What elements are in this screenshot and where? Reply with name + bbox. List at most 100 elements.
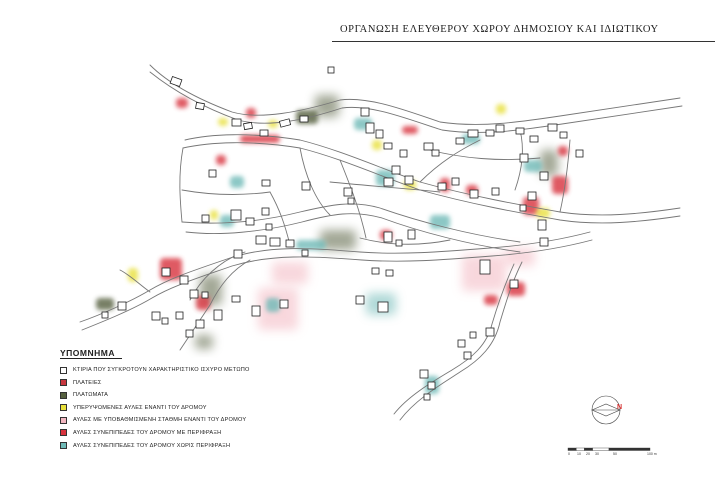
building	[395, 239, 403, 247]
road-segment	[181, 189, 271, 195]
scale-label: 50	[613, 452, 617, 456]
building	[539, 237, 549, 247]
scale-segment	[592, 447, 610, 451]
building	[399, 149, 408, 158]
legend-heading: ΥΠΟΜΝΗΜΑ	[60, 348, 115, 358]
legend-item-fenced-yards: ΑΥΛΕΣ ΣΥΝΕΠΙΠΕΔΕΣ ΤΟΥ ΔΡΟΜΟΥ ΜΕ ΠΕΡΙΦΡΑΞ…	[60, 427, 250, 439]
legend-item-squares: ΠΛΑΤΕΙΕΣ	[60, 377, 250, 389]
legend-swatch-building-icon	[60, 366, 67, 374]
legend-swatch-unfenced-icon	[60, 442, 67, 450]
raised-zone	[536, 208, 550, 218]
raised-zone	[128, 268, 138, 282]
building	[151, 311, 161, 321]
building-layer	[101, 66, 584, 401]
road-segment	[359, 237, 451, 245]
building	[469, 189, 479, 199]
scale-label: 100 m	[647, 452, 657, 456]
legend-label: ΠΛΑΤΩΜΑΤΑ	[73, 392, 109, 399]
building	[279, 299, 289, 309]
building	[231, 295, 241, 303]
building	[383, 231, 393, 243]
building	[201, 291, 209, 299]
building	[360, 107, 370, 117]
unfenced-zone	[266, 298, 280, 312]
building	[301, 181, 311, 191]
road-segment	[185, 213, 521, 253]
building	[547, 123, 558, 132]
building	[575, 149, 584, 158]
building	[243, 121, 253, 131]
legend-label: ΚΤΙΡΙΑ ΠΟΥ ΣΥΓΚΡΟΤΟΥΝ ΧΑΡΑΚΤΗΡΙΣΤΙΚΟ ΙΣΧ…	[73, 367, 250, 373]
building	[208, 169, 217, 178]
building	[265, 223, 273, 231]
terrace-zone	[320, 230, 356, 250]
map-title: ΟΡΓΑΝΩΣΗ ΕΛΕΥΘΕΡΟΥ ΧΩΡΟΥ ΔΗΜΟΣΙΟΥ ΚΑΙ ΙΔ…	[340, 24, 659, 35]
road-segment	[149, 71, 683, 133]
building	[404, 175, 414, 185]
building	[230, 209, 242, 221]
legend-label: ΥΠΕΡΥΨΩΜΕΝΕΣ ΑΥΛΕΣ ΕΝΑΝΤΙ ΤΟΥ ΔΡΟΜΟΥ	[73, 404, 207, 411]
building	[419, 369, 429, 379]
building	[343, 187, 353, 197]
scale-bar	[567, 447, 651, 451]
building	[559, 131, 568, 139]
building	[451, 177, 460, 186]
scale-segment	[567, 447, 577, 451]
legend-swatch-terrace-icon	[60, 391, 67, 399]
building	[479, 259, 491, 275]
legend-heading-underline	[60, 358, 122, 359]
building	[423, 142, 434, 151]
scale-segment	[576, 447, 585, 451]
building	[375, 129, 384, 139]
building	[537, 219, 547, 231]
building	[431, 149, 440, 157]
building	[427, 381, 436, 390]
building	[371, 267, 380, 275]
raised-zone	[496, 104, 506, 114]
building	[261, 207, 270, 216]
terrace-zone	[195, 335, 213, 349]
building	[509, 279, 519, 289]
building	[485, 327, 495, 337]
scale-segment	[608, 447, 651, 451]
scale-label: 10	[577, 452, 581, 456]
legend-item-raised-yards: ΥΠΕΡΥΨΩΜΕΝΕΣ ΑΥΛΕΣ ΕΝΑΝΤΙ ΤΟΥ ΔΡΟΜΟΥ	[60, 402, 250, 414]
building	[259, 129, 269, 137]
legend-item-terraces: ΠΛΑΤΩΜΑΤΑ	[60, 389, 250, 401]
raised-zone	[210, 210, 218, 220]
building	[179, 275, 189, 285]
building	[383, 142, 393, 150]
title-underline	[332, 41, 715, 42]
building	[233, 249, 243, 259]
building	[383, 177, 394, 187]
road-segment	[559, 139, 571, 213]
building	[185, 329, 194, 338]
unfenced-zone	[524, 160, 542, 172]
fenced-zone	[196, 296, 210, 310]
building	[463, 351, 472, 360]
road-segment	[182, 142, 681, 224]
building	[195, 101, 205, 111]
scale-segment	[584, 447, 593, 451]
building	[469, 331, 477, 339]
building	[527, 191, 537, 201]
unfenced-zone	[230, 176, 244, 188]
terrace-zone	[540, 150, 558, 176]
building	[213, 309, 223, 321]
building	[255, 235, 267, 245]
raised-zone	[372, 140, 382, 150]
terrace-zone	[315, 95, 339, 117]
fenced-zone	[558, 146, 568, 156]
road-segment	[419, 139, 481, 183]
raised-zone	[218, 118, 228, 126]
building	[391, 165, 401, 175]
building	[365, 122, 375, 134]
fenced-zone	[240, 135, 280, 143]
road-segment	[179, 147, 184, 223]
scale-label: 0	[568, 452, 570, 456]
raised-zone	[268, 120, 278, 128]
legend-swatch-square-icon	[60, 379, 67, 387]
building	[285, 239, 295, 248]
building	[301, 249, 309, 257]
